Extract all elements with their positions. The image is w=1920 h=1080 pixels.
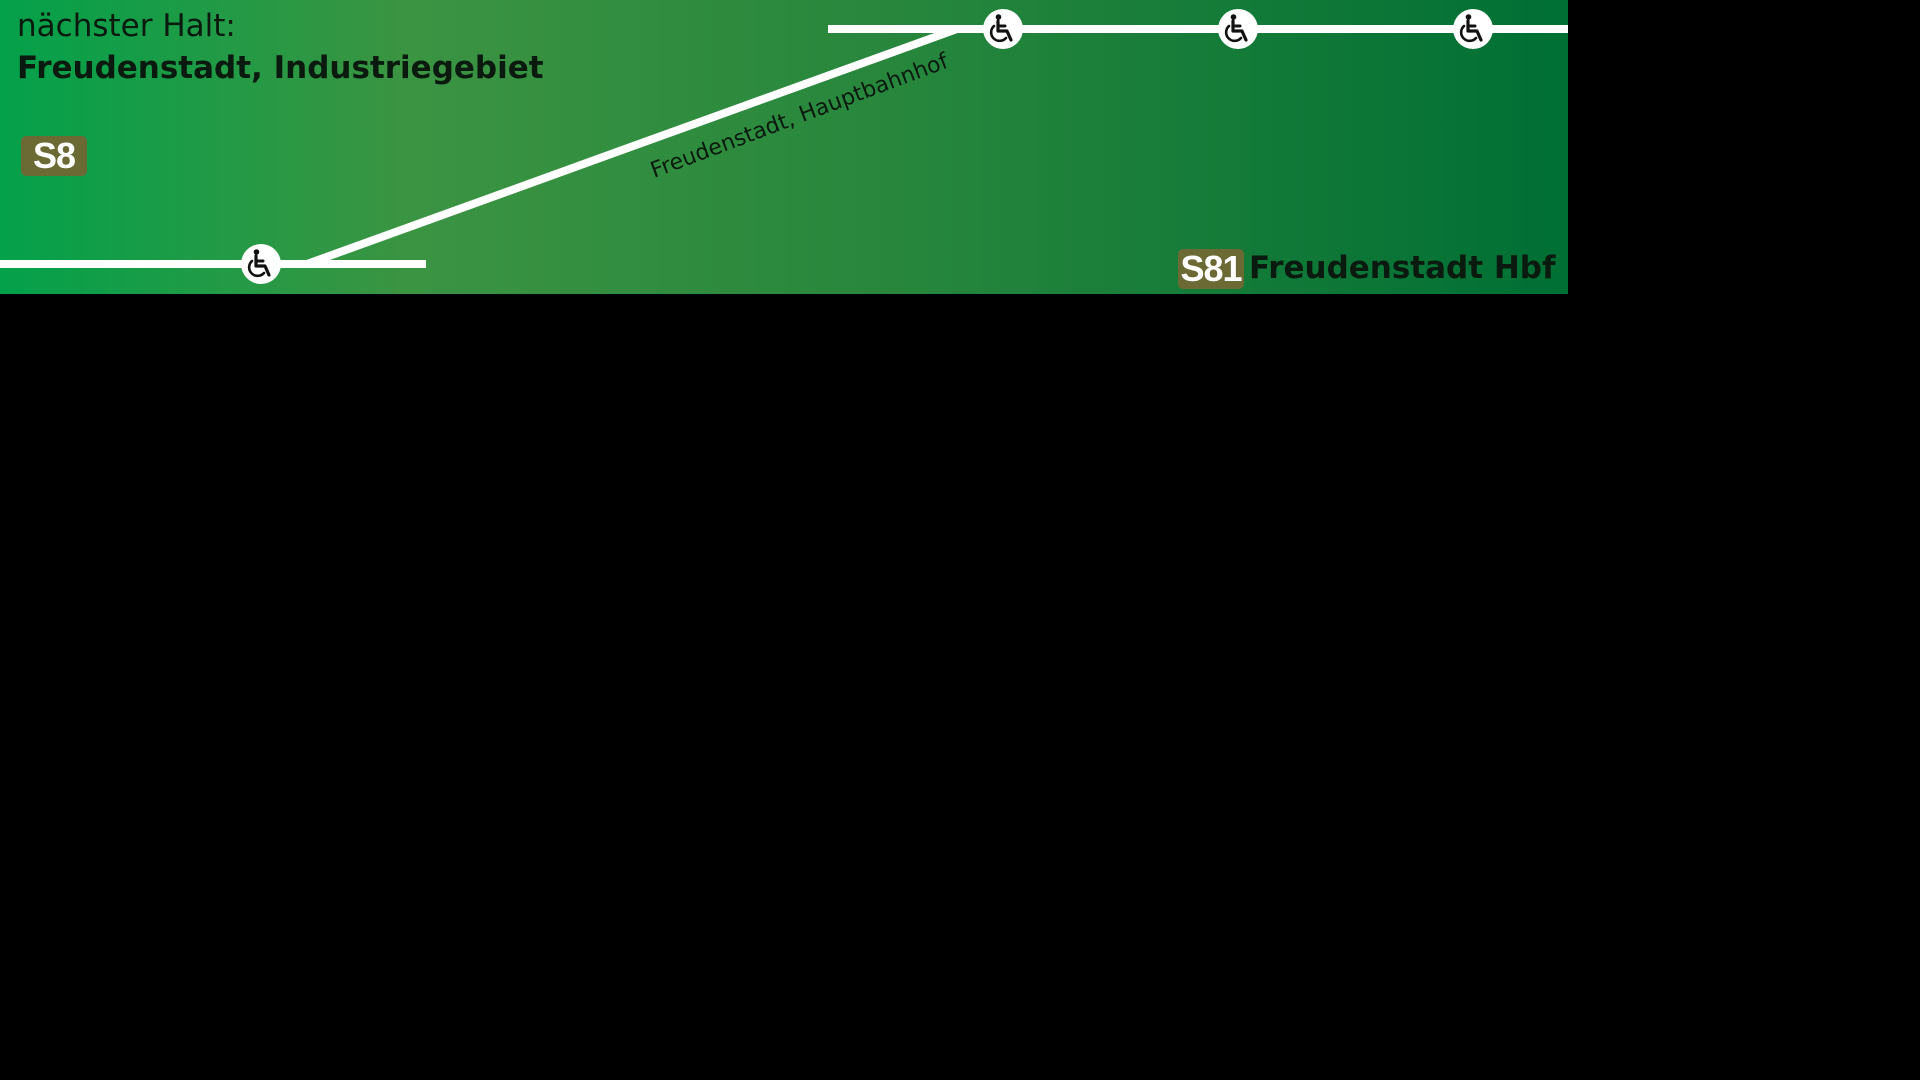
wheelchair-accessible-icon (1216, 7, 1260, 51)
continuation-line-badge: S81 (1178, 249, 1244, 289)
passenger-info-display: Freudenstadt, Hauptbahnhof (0, 0, 1568, 294)
station-marker (981, 7, 1025, 51)
station-marker (1451, 7, 1495, 51)
station-marker (239, 242, 283, 286)
station-label-hauptbahnhof: Freudenstadt, Hauptbahnhof (647, 49, 953, 184)
current-line-badge: S8 (21, 136, 87, 176)
next-stop-label: nächster Halt: (17, 8, 236, 44)
wheelchair-accessible-icon (1451, 7, 1495, 51)
route-map: Freudenstadt, Hauptbahnhof (0, 7, 1568, 286)
route-line (0, 25, 1568, 268)
route-banner: Freudenstadt, Hauptbahnhof (0, 0, 1568, 294)
wheelchair-accessible-icon (981, 7, 1025, 51)
destination-name: Freudenstadt Hbf (1249, 250, 1556, 286)
next-stop-name: Freudenstadt, Industriegebiet (17, 50, 544, 86)
route-line-segment-ramp (305, 25, 959, 268)
wheelchair-accessible-icon (239, 242, 283, 286)
station-marker (1216, 7, 1260, 51)
